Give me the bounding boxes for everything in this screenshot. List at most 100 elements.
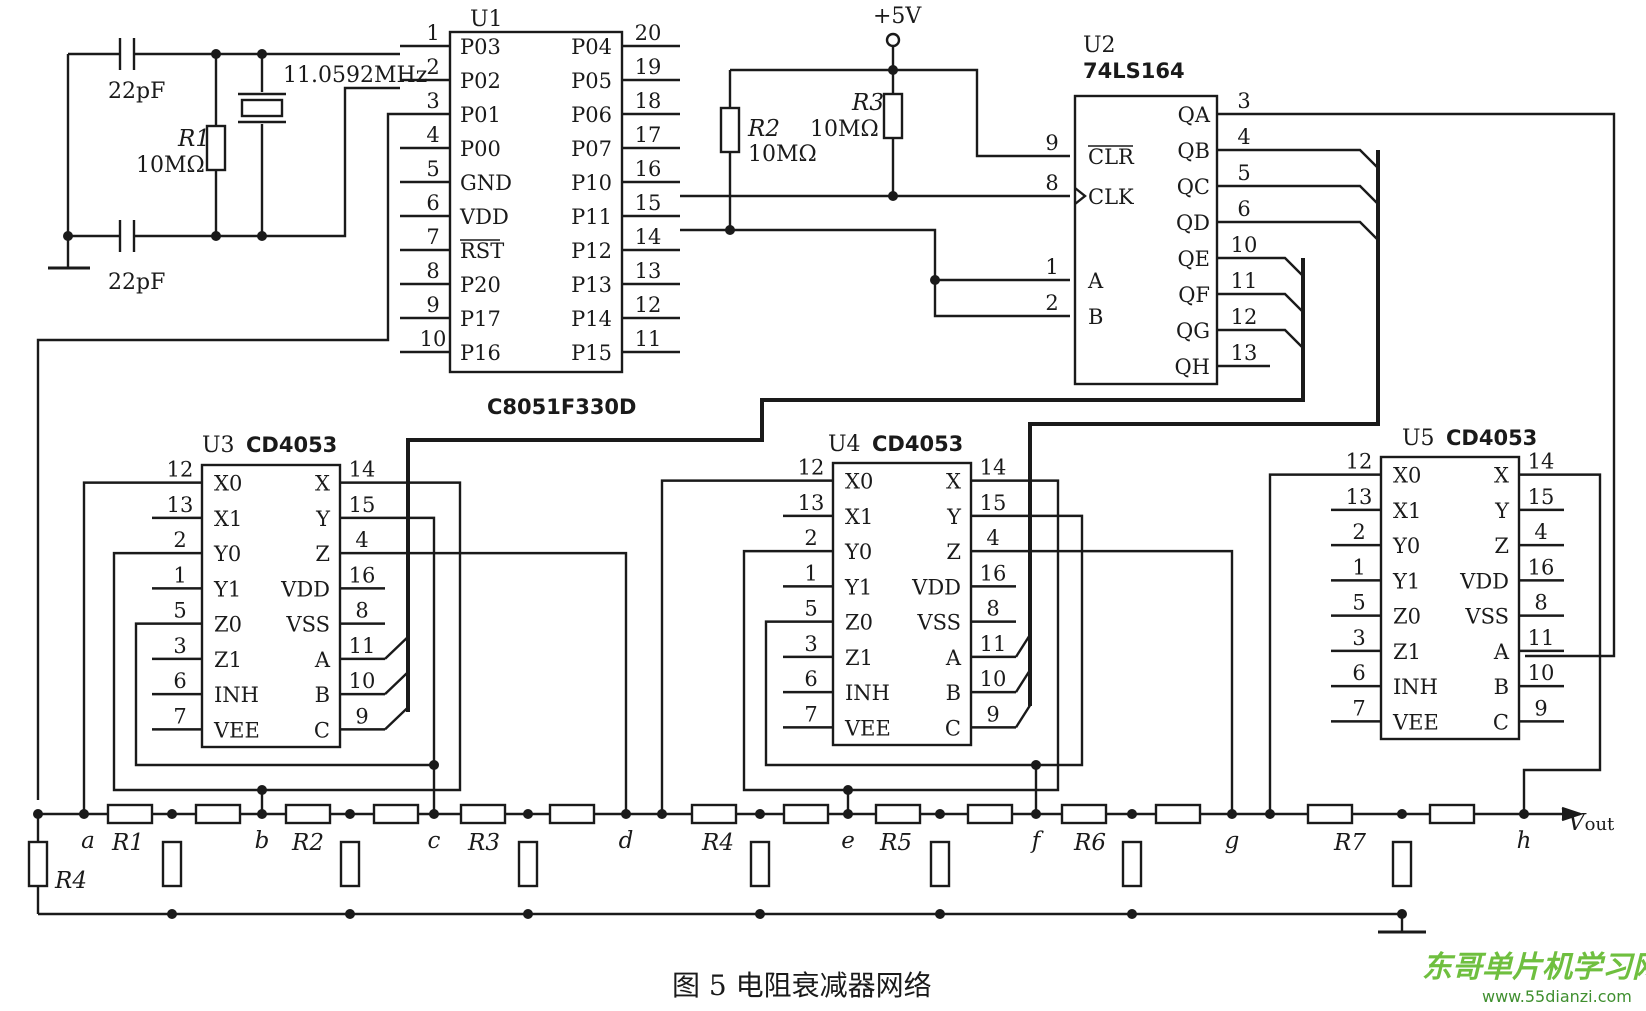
u4-pin-number: 11 bbox=[980, 632, 1007, 656]
junction-dot bbox=[167, 909, 177, 919]
junction-dot bbox=[1127, 809, 1137, 819]
u3-pin-name: VEE bbox=[213, 718, 260, 742]
series-resistor-label: R1 bbox=[111, 830, 144, 856]
junction-dot bbox=[1519, 809, 1529, 819]
u5-pin-number: 6 bbox=[1352, 661, 1365, 685]
u1-pin-name: P04 bbox=[571, 35, 612, 59]
u5-pin-number: 1 bbox=[1352, 555, 1365, 579]
supply-terminal bbox=[885, 32, 901, 48]
u2-pin-number: 3 bbox=[1237, 89, 1250, 113]
shunt-resistor bbox=[517, 840, 539, 888]
u1-pin-name: P20 bbox=[460, 273, 501, 297]
u3-select-wire bbox=[384, 636, 409, 660]
u4-pin-number: 9 bbox=[986, 702, 999, 726]
node-label-a: a bbox=[81, 828, 95, 854]
u1-pin-number: 15 bbox=[635, 191, 662, 215]
r3-value: 10MΩ bbox=[810, 117, 879, 142]
u3-pin-name: A bbox=[314, 648, 331, 672]
u4-x-wire bbox=[848, 479, 1060, 792]
u3-pin-name: Y bbox=[315, 507, 331, 531]
u3-pin-number: 5 bbox=[173, 599, 186, 623]
u3-pin-name: Y0 bbox=[213, 542, 241, 566]
junction-dot bbox=[935, 909, 945, 919]
u5-pin-name: Z1 bbox=[1393, 640, 1421, 664]
u4-select-wire bbox=[1014, 634, 1032, 658]
shunt-r4 bbox=[27, 840, 49, 888]
u5-pin-number: 16 bbox=[1528, 555, 1555, 579]
shunt-resistor bbox=[339, 840, 361, 888]
u1-pin-name: P14 bbox=[571, 307, 612, 331]
node-label-c: c bbox=[428, 828, 441, 854]
node-label-b: b bbox=[255, 828, 270, 854]
u1-pin-number: 2 bbox=[426, 55, 439, 79]
u3-pin-number: 14 bbox=[349, 458, 376, 482]
u4-pin-name: X bbox=[946, 470, 961, 494]
u1-pin-number: 14 bbox=[635, 225, 662, 249]
u1-pin-number: 18 bbox=[635, 89, 662, 113]
series-resistor-label: R2 bbox=[291, 830, 324, 856]
u5-pin-name: C bbox=[1493, 710, 1509, 734]
r2-resistor bbox=[719, 106, 741, 154]
qe-wire bbox=[1270, 256, 1304, 277]
u4-pin-number: 3 bbox=[804, 632, 817, 656]
u1-pin-number: 4 bbox=[426, 123, 439, 147]
series-resistor bbox=[194, 803, 242, 825]
u1-pin-number: 16 bbox=[635, 157, 662, 181]
node-label-h: h bbox=[1517, 828, 1532, 854]
node-label-f: f bbox=[1030, 828, 1044, 854]
series-resistor bbox=[106, 803, 154, 825]
u5-pin-name: INH bbox=[1393, 675, 1438, 699]
series-resistor-label: R6 bbox=[1073, 830, 1106, 856]
u5-pin-name: Z0 bbox=[1393, 605, 1421, 629]
u3-z0-wire bbox=[134, 622, 434, 767]
u5-part: CD4053 bbox=[1446, 426, 1537, 450]
r1-osc-value: 10MΩ bbox=[136, 153, 205, 178]
clock-triangle bbox=[1074, 187, 1087, 205]
u5-pin-number: 4 bbox=[1534, 520, 1547, 544]
u4-select-wire bbox=[1014, 669, 1032, 693]
u2-pin-number: 5 bbox=[1237, 161, 1250, 185]
u2-pin-number: 12 bbox=[1231, 305, 1258, 329]
junction-dot bbox=[1265, 809, 1275, 819]
u1-part: C8051F330D bbox=[487, 395, 636, 419]
u1-pin-number: 9 bbox=[426, 293, 439, 317]
u1-pin-number: 1 bbox=[426, 21, 439, 45]
u2-pin-name: CLR bbox=[1088, 145, 1135, 169]
junction-dot bbox=[79, 809, 89, 819]
u1-pin-name: P00 bbox=[460, 137, 501, 161]
u4-x0-wire bbox=[660, 479, 783, 814]
qf-wire bbox=[1270, 292, 1304, 313]
junction-dot bbox=[725, 225, 735, 235]
u3-pin-name: VSS bbox=[285, 613, 330, 637]
u1-body bbox=[448, 30, 624, 374]
junction-dot bbox=[345, 809, 355, 819]
series-resistor-label: R7 bbox=[1333, 830, 1366, 856]
u2-pin-name: B bbox=[1088, 305, 1103, 329]
u3-pin-number: 11 bbox=[349, 634, 376, 658]
u3-x-wire bbox=[262, 481, 462, 792]
u3-pin-number: 2 bbox=[173, 528, 186, 552]
u5-pin-name: Y bbox=[1494, 499, 1510, 523]
u1-pin-name: P02 bbox=[460, 69, 501, 93]
u1-pin-name: GND bbox=[460, 171, 512, 195]
junction-dot bbox=[211, 231, 221, 241]
u1-pin-name: P17 bbox=[460, 307, 501, 331]
u1-pin-name: P07 bbox=[571, 137, 612, 161]
u3-pin-name: Z bbox=[315, 542, 330, 566]
u4-select-wire bbox=[1014, 704, 1032, 729]
junction-dot bbox=[930, 275, 940, 285]
u5-pin-number: 13 bbox=[1346, 485, 1373, 509]
junction-dot bbox=[755, 809, 765, 819]
u5-pin-name: A bbox=[1493, 640, 1510, 664]
u3-part: CD4053 bbox=[246, 433, 337, 457]
u1-pin-name: P03 bbox=[460, 35, 501, 59]
u5-pin-number: 3 bbox=[1352, 626, 1365, 650]
u3-pin-number: 4 bbox=[355, 528, 368, 552]
u4-part: CD4053 bbox=[872, 432, 963, 456]
u4-pin-number: 2 bbox=[804, 526, 817, 550]
u3-pin-number: 9 bbox=[355, 704, 368, 728]
u3-z-wire bbox=[385, 551, 628, 814]
wires bbox=[33, 44, 1616, 932]
qb-wire bbox=[1270, 148, 1379, 169]
u1-pin-number: 5 bbox=[426, 157, 439, 181]
